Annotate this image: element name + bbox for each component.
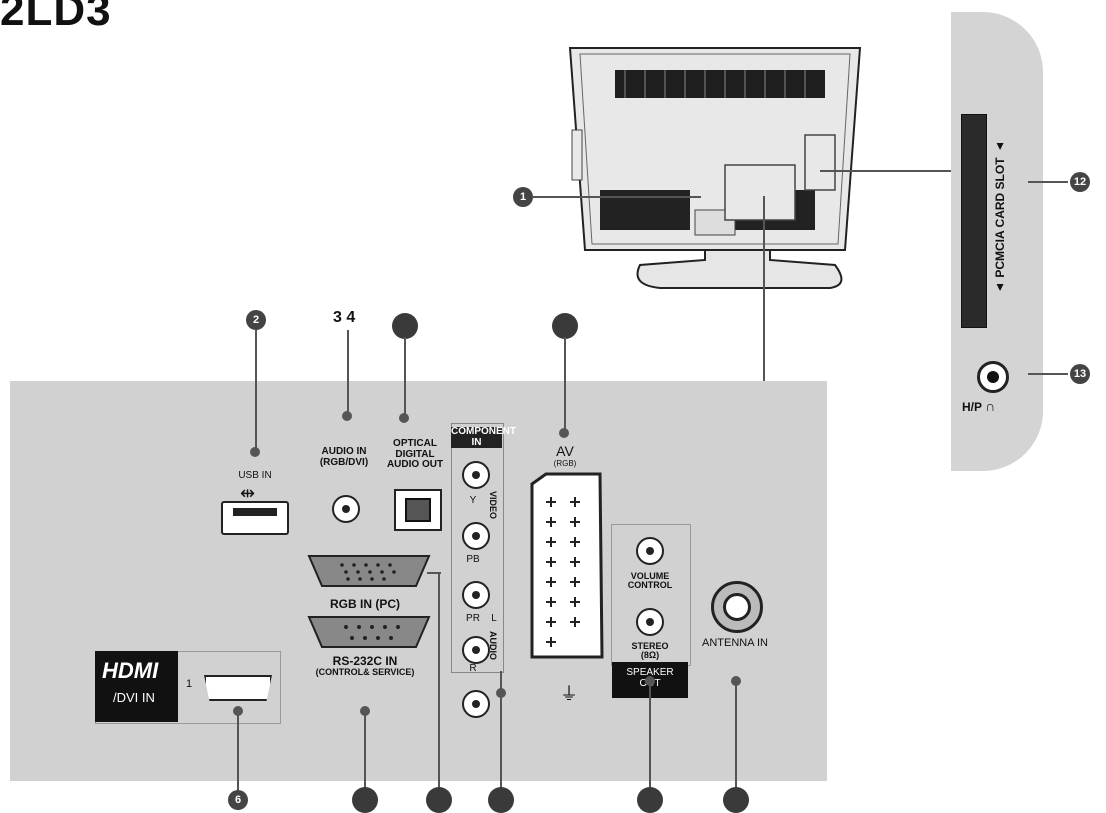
callout-6: 6 [228,790,248,810]
av-sublabel: (RGB) [553,459,577,468]
callout-11-top [552,313,578,339]
headphone-icon: ∩ [985,398,996,414]
antenna-label: ANTENNA IN [701,637,768,649]
leader-line-6 [237,714,239,792]
callout-10 [637,787,663,813]
side-port-area [804,134,836,191]
callout-13: 13 [1070,364,1090,384]
leader-dot-7 [360,706,370,716]
rgb-in-port [307,555,431,587]
leader-dot-3 [342,411,352,421]
leader-line-3 [347,330,349,414]
leader-line-7 [364,714,366,790]
rs232c-sublabel: (CONTROL& SERVICE) [315,667,415,677]
leader-dot-comp [496,688,506,698]
av-scart-port [530,472,604,659]
usb-label: USB IN [238,470,272,481]
callout-2: 2 [246,310,266,330]
stereo-jack [636,608,664,636]
usb-port [221,501,289,535]
hdmi-number: 1 [186,678,193,690]
callout-7 [352,787,378,813]
headphone-label-text: H/P [962,400,982,414]
ground-icon: ⏚ [560,684,578,704]
leader-line-2 [255,330,257,452]
stereo-label: STEREO (8Ω) [631,641,669,661]
component-pb-jack [462,522,490,550]
component-label: COMPONENT IN [451,426,516,448]
hdmi-logo: HDMI [102,658,159,683]
headphone-jack [977,361,1009,393]
callout-12: 12 [1070,172,1090,192]
callout-5 [392,313,418,339]
comp-r-label: R [469,663,477,674]
leader-line-av [564,337,566,429]
leader-line-5 [404,337,406,415]
leader-dot-2 [250,447,260,457]
hdmi-port [204,675,272,701]
rs232c-label: RS-232C IN [332,654,398,668]
model-title: 2LD3 [0,0,112,35]
usb-icon: ⇹ [240,483,256,503]
tv-stand [636,249,843,289]
component-pr-jack [462,581,490,609]
leader-line-comp [500,671,502,691]
leader-line-13 [1028,373,1068,375]
antenna-port [711,581,763,633]
comp-pr-label: PR [466,613,480,624]
callout-8 [426,787,452,813]
comp-video-label: VIDEO [488,490,498,519]
comp-y-label: Y [469,495,477,506]
audio-in-label: AUDIO IN (RGB/DVI) [319,446,369,468]
pcmcia-slot [961,114,987,328]
leader-dot-6 [233,706,243,716]
vent-grille [615,70,825,98]
callout-9 [488,787,514,813]
callout-3-4: 3 4 [333,309,356,326]
leader-line-rgb [427,572,441,574]
component-r-jack [462,690,490,718]
rs232c-port [307,616,431,648]
leader-line-1 [533,196,701,198]
leader-line-12 [1028,181,1068,183]
optical-label: OPTICAL DIGITAL AUDIO OUT [386,438,444,470]
headphone-label: H/P ∩ [962,398,995,414]
comp-audio-label: AUDIO [488,630,498,660]
comp-pb-label: PB [466,554,480,565]
leader-dot-11 [731,676,741,686]
leader-dot-av [559,428,569,438]
leader-line-9 [500,697,502,789]
comp-l-label: L [491,613,497,624]
tv-back-illustration [568,47,862,289]
leader-dot-5 [399,413,409,423]
pcmcia-label: ▲ PCMCIA CARD SLOT ▲ [993,140,1007,296]
leader-line-8 [438,572,440,788]
audio-in-jack [332,495,360,523]
callout-11 [723,787,749,813]
hdmi-dvi-label: /DVI IN [113,690,155,705]
leader-line-side [820,170,951,172]
leader-line-11 [735,684,737,788]
volume-control-label: VOLUME CONTROL [627,571,673,591]
rgb-in-label: RGB IN (PC) [330,597,400,611]
leader-dot-10 [645,676,655,686]
port-area [724,164,796,221]
callout-1: 1 [513,187,533,207]
component-y-jack [462,461,490,489]
optical-port [394,489,442,531]
leader-line-panel [763,196,765,384]
av-label: AV [556,443,574,459]
volume-control-jack [636,537,664,565]
component-l-jack [462,636,490,664]
leader-line-10 [649,684,651,788]
hdmi-logo-block [95,651,178,722]
